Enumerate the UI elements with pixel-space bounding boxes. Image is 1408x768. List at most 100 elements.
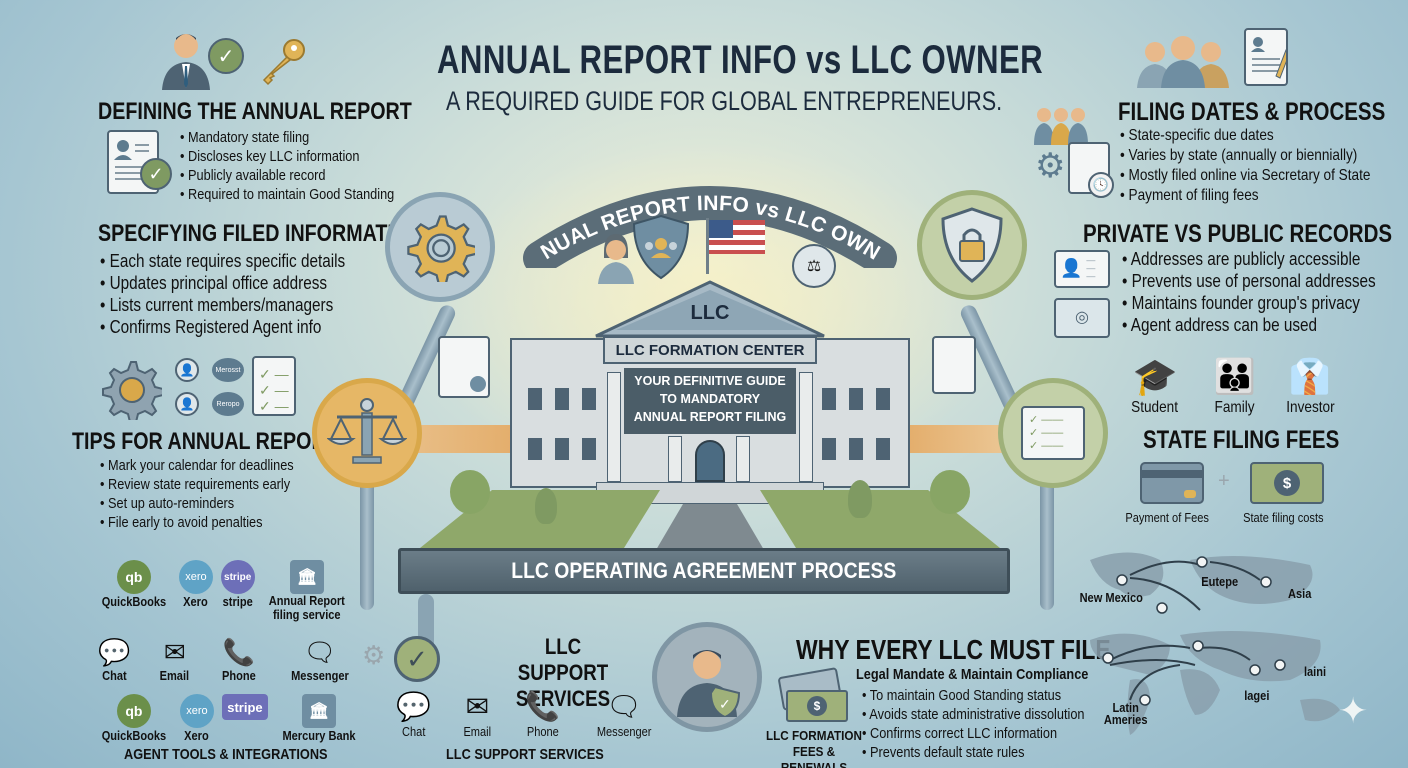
bullet: Maintains founder group's privacy [1122,292,1376,314]
agent-shield-circle: ✓ [652,622,762,732]
us-flag-icon [706,218,766,274]
bullet: Confirms Registered Agent info [100,316,345,338]
persona-investor: 👔 Investor [1275,355,1345,417]
id-badge-icon [932,336,976,394]
bullet: Set up auto-reminders [100,494,294,513]
column [607,372,621,482]
map-label-lagei: lagei [1244,688,1270,703]
defining-heading: DEFINING THE ANNUAL REPORT [98,98,412,125]
tool-phone[interactable]: 📞Phone [222,637,257,683]
person-icon: 👤 [175,392,199,416]
guide-panel: YOUR DEFINITIVE GUIDE TO MANDATORY ANNUA… [624,368,796,434]
cash-icon: $ [1250,462,1324,504]
sparkle-icon: ✦ [1338,690,1369,731]
checklist-circle: ✓ ——✓ ——✓ —— [998,378,1108,488]
map-label-laini: laini [1303,664,1327,679]
column [799,372,813,482]
checkmark-icon: ✓ [208,38,244,74]
column [736,436,750,482]
bullet: Agent address can be used [1122,314,1376,336]
operating-agreement-banner: LLC OPERATING AGREEMENT PROCESS [398,548,1010,594]
tips-heading: TIPS FOR ANNUAL REPORT [72,428,338,455]
seal-icon [470,376,486,392]
credit-card-icon [1140,462,1204,504]
tool-mercury-bank[interactable]: 🏛Mercury Bank [276,694,362,743]
clock-icon: 🕓 [1088,172,1114,198]
filing-dates-heading: FILING DATES & PROCESS [1118,98,1386,126]
fees-renewals-label: LLC FORMATION FEES & RENEWALS [766,728,862,768]
tips-bullets: Mark your calendar for deadlines Review … [100,456,294,532]
bullet: State-specific due dates [1120,126,1370,146]
map-label-europe: Eutepe [1201,574,1239,589]
tree [930,470,970,514]
private-public-bullets: Addresses are publicly accessible Preven… [1122,248,1376,336]
support-messenger[interactable]: 🗨Messenger [596,691,652,739]
chat-icon: 💬 [396,691,431,722]
bullet: Prevents use of personal addresses [1122,270,1376,292]
support-email[interactable]: ✉Email [463,691,492,739]
quickbooks-icon: qb [116,694,151,728]
bullet: Confirms correct LLC information [862,724,1085,743]
bank-icon: 🏛 [301,694,336,728]
xero-icon: xero [179,694,214,728]
specifying-heading: SPECIFYING FILED INFORMATION [98,220,423,247]
cards-cash-icon: $ [776,667,848,724]
main-title: ANNUAL REPORT INFO vs LLC OWNER [437,38,1044,82]
bank-icon: 🏛 [290,560,325,594]
bullet: Mandatory state filing [180,128,394,147]
specifying-bullets: Each state requires specific details Upd… [100,250,346,338]
page-title: ANNUAL REPORT INFO vs LLC OWNER [360,38,1060,83]
private-public-heading: PRIVATE VS PUBLIC RECORDS [1083,220,1393,248]
messenger-icon: 🗨 [606,691,642,722]
stripe-icon: stripe [220,560,255,594]
monitor-privacy-icon: ◎ [1054,298,1110,338]
settings-gear-circle [385,192,495,302]
chat-icon: 💬 [98,637,131,667]
agent-tools-footer: AGENT TOOLS & INTEGRATIONS [124,746,328,763]
stripe-icon: stripe [221,694,268,720]
email-icon: ✉ [465,691,490,722]
graduate-icon: 🎓 [1132,356,1178,397]
tool-chat[interactable]: 💬Chat [98,637,131,683]
defining-bullets: Mandatory state filing Discloses key LLC… [180,128,394,204]
state-fees-heading: STATE FILING FEES [1143,426,1340,454]
bullet: Mark your calendar for deadlines [100,456,294,475]
gear-icon: ⚙ [362,640,386,670]
subtitle: A REQUIRED GUIDE FOR GLOBAL ENTREPRENEUR… [446,86,1003,116]
bullet: Discloses key LLC information [180,147,394,166]
tool-messenger[interactable]: 🗨Messenger [291,637,349,683]
diagram-badge: Merosst [212,358,244,382]
plus-icon: + [1218,470,1230,492]
support-phone[interactable]: 📞Phone [525,691,561,739]
payment-fees-label: Payment of Fees [1125,510,1209,525]
investor-icon: 👔 [1288,358,1332,396]
filing-dates-bullets: State-specific due dates Varies by state… [1120,126,1371,206]
bullet: To maintain Good Standing status [862,686,1085,705]
messenger-icon: 🗨 [303,637,337,667]
scales-justice-circle [312,378,422,488]
chat-bubble-icon: ⚖ [792,244,836,288]
formation-center-sign: LLC FORMATION CENTER [603,336,817,364]
bullet: Payment of filing fees [1120,186,1370,206]
bullet: Prevents default state rules [862,743,1085,762]
bullet: Lists current members/managers [100,294,345,316]
family-icon: 👪 [1213,358,1257,396]
why-file-bullets: To maintain Good Standing status Avoids … [862,686,1085,762]
tree [450,470,490,514]
tool-stripe[interactable]: stripe [221,694,268,720]
tool-email[interactable]: ✉Email [160,637,190,683]
building-windows [528,388,608,468]
tree [848,480,872,518]
businessman-icon [158,28,214,90]
support-chat[interactable]: 💬Chat [396,691,431,739]
building-door [695,440,725,482]
bullet: Each state requires specific details [100,250,346,272]
